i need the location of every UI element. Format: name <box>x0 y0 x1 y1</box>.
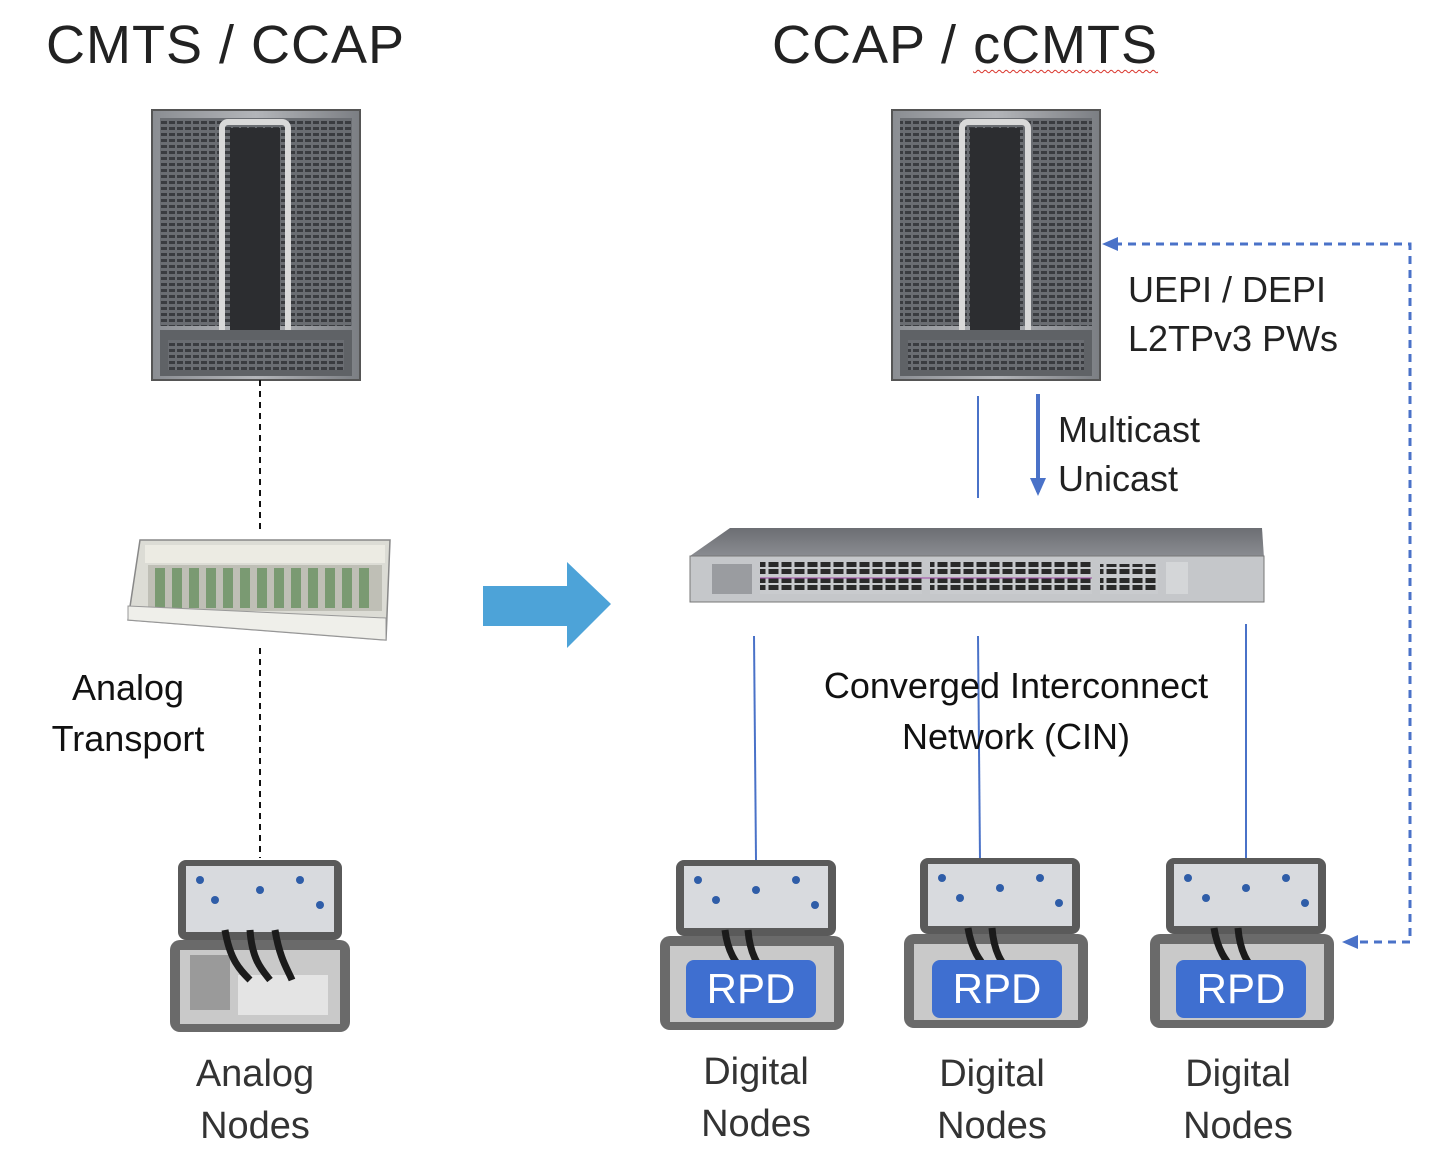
optical-transport-shelf-icon <box>127 539 391 641</box>
cin-label: Converged Interconnect Network (CIN) <box>800 660 1232 762</box>
cast-label-line1: Multicast <box>1058 409 1201 450</box>
rpd-badge: RPD <box>686 960 816 1018</box>
cin-label-line1: Converged Interconnect <box>823 665 1209 706</box>
digital-nodes-label-line2: Nodes <box>1183 1105 1293 1148</box>
cast-label: Multicast Unicast <box>1058 406 1200 503</box>
pw-arrowhead-node-icon <box>1342 935 1358 949</box>
digital-nodes-label: Digital Nodes <box>676 1046 836 1151</box>
analog-nodes-label: Analog Nodes <box>170 1048 340 1153</box>
left-title: CMTS / CCAP <box>46 15 406 75</box>
pw-label: UEPI / DEPI L2TPv3 PWs <box>1128 266 1338 363</box>
pw-arrowhead-ccap-icon <box>1102 237 1118 251</box>
cin-switch-icon <box>689 528 1265 603</box>
rpd-badge: RPD <box>932 960 1062 1018</box>
digital-nodes-label-line1: Digital <box>1185 1053 1291 1095</box>
digital-nodes-label-line1: Digital <box>939 1053 1045 1095</box>
cin-label-line2: Network (CIN) <box>901 716 1130 758</box>
right-title-part2: cCMTS <box>973 15 1159 75</box>
analog-transport-label: Analog Transport <box>38 662 218 764</box>
analog-node-icon <box>170 860 350 1032</box>
right-arrow-icon <box>483 562 611 648</box>
ccap-chassis-icon <box>891 109 1101 381</box>
analog-nodes-label-line1: Analog <box>195 1053 315 1095</box>
digital-nodes-label-line2: Nodes <box>937 1105 1047 1148</box>
link-switch-node2 <box>977 635 981 861</box>
rpd-badge: RPD <box>1176 960 1306 1018</box>
down-arrow-icon <box>1030 478 1046 496</box>
analog-nodes-label-line2: Nodes <box>200 1105 310 1148</box>
digital-nodes-label-line2: Nodes <box>701 1103 811 1146</box>
digital-nodes-label: Digital Nodes <box>1158 1048 1318 1153</box>
digital-nodes-label: Digital Nodes <box>912 1048 1072 1153</box>
analog-transport-label-line1: Analog <box>71 667 185 708</box>
pw-label-line2: L2TPv3 PWs <box>1128 317 1339 359</box>
cmts-chassis-icon <box>151 109 361 381</box>
right-title-part1: CCAP / <box>772 15 974 75</box>
pw-label-line1: UEPI / DEPI <box>1128 269 1327 310</box>
pw-dashed-path <box>1106 242 1412 944</box>
right-title: CCAP / cCMTS <box>772 14 1158 76</box>
cast-label-line2: Unicast <box>1058 457 1179 499</box>
link-switch-node1 <box>753 635 757 861</box>
digital-nodes-label-line1: Digital <box>703 1051 809 1093</box>
analog-transport-label-line2: Transport <box>51 718 205 760</box>
